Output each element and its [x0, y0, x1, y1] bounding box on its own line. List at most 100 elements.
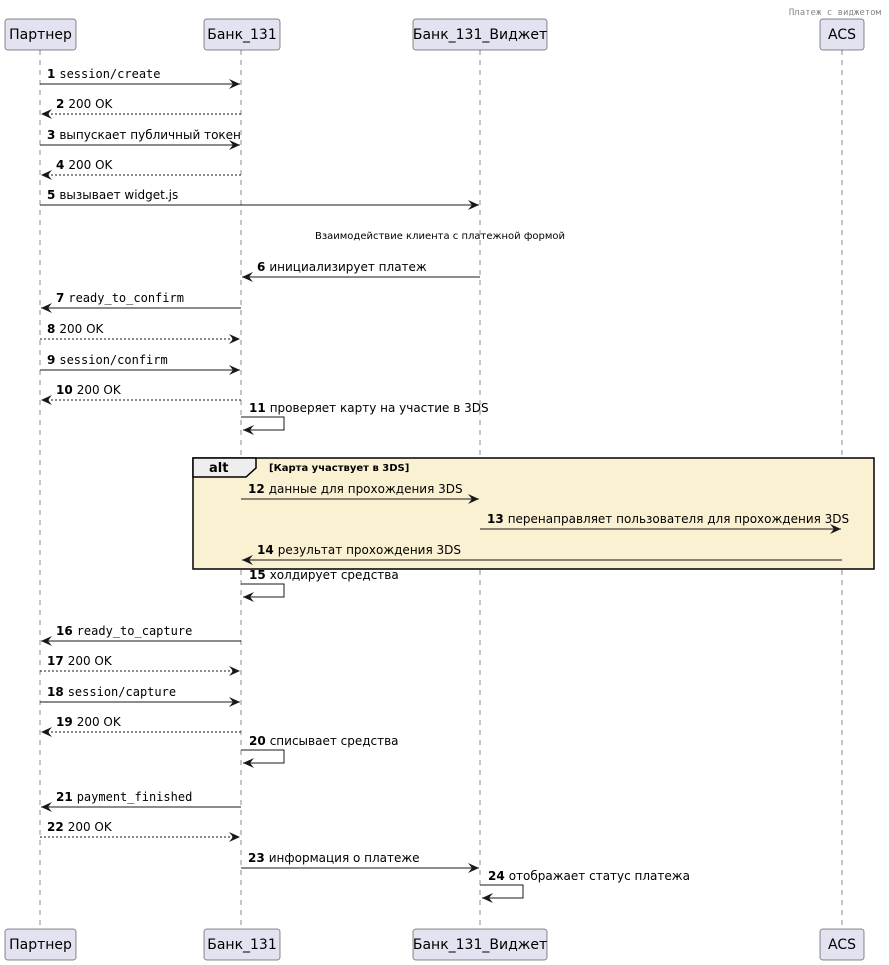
message-number: 14	[257, 543, 274, 557]
message-label: 14 результат прохождения 3DS	[257, 543, 461, 557]
message-16: 16 ready_to_capture	[41, 624, 241, 646]
message-text: ready_to_confirm	[68, 291, 184, 305]
message-arrow	[241, 416, 285, 435]
message-number: 17	[47, 654, 64, 668]
participant-label: Банк_131_Виджет	[413, 937, 547, 953]
message-6: 6 инициализирует платеж	[242, 260, 480, 282]
participant-label: ACS	[828, 27, 856, 43]
message-text: информация о платеже	[269, 851, 420, 865]
message-number: 8	[47, 322, 55, 336]
alt-tab	[192, 457, 257, 478]
message-19: 19 200 OK	[41, 715, 241, 737]
message-number: 21	[56, 790, 73, 804]
message-label: 9 session/confirm	[47, 353, 168, 367]
message-9: 9 session/confirm	[40, 353, 240, 375]
message-label: 8 200 OK	[47, 322, 105, 336]
message-number: 19	[56, 715, 73, 729]
participant-label: Банк_131	[207, 27, 277, 43]
participant-label: Банк_131	[207, 937, 277, 953]
message-label: 18 session/capture	[47, 685, 176, 699]
message-22: 22 200 OK	[40, 820, 240, 842]
message-text: отображает статус платежа	[509, 869, 690, 883]
message-text: 200 OK	[77, 715, 122, 729]
participant-label: ACS	[828, 937, 856, 953]
message-text: выпускает публичный токен	[59, 128, 241, 142]
message-number: 5	[47, 188, 55, 202]
participant-label: Партнер	[9, 937, 72, 953]
message-text: 200 OK	[59, 322, 104, 336]
participant-widget-top: Банк_131_Виджет	[412, 18, 548, 51]
message-text: session/create	[59, 67, 160, 81]
message-text: инициализирует платеж	[269, 260, 427, 274]
message-24: 24 отображает статус платежа	[480, 869, 690, 903]
participant-bank-bottom: Банк_131	[203, 928, 281, 961]
message-number: 9	[47, 353, 55, 367]
divider-label: Взаимодействие клиента с платежной формо…	[315, 231, 565, 242]
message-text: перенаправляет пользователя для прохожде…	[508, 512, 849, 526]
message-14: 14 результат прохождения 3DS	[242, 543, 842, 565]
message-text: данные для прохождения 3DS	[269, 482, 463, 496]
message-number: 1	[47, 67, 55, 81]
alt-condition: [Карта участвует в 3DS]	[269, 463, 409, 474]
message-number: 13	[487, 512, 504, 526]
participant-acs-bottom: ACS	[819, 928, 865, 961]
message-number: 18	[47, 685, 64, 699]
message-13: 13 перенаправляет пользователя для прохож…	[480, 512, 849, 534]
message-number: 20	[249, 734, 266, 748]
message-text: результат прохождения 3DS	[278, 543, 461, 557]
message-number: 24	[488, 869, 505, 883]
message-label: 6 инициализирует платеж	[257, 260, 427, 274]
message-label: 19 200 OK	[56, 715, 122, 729]
message-arrow	[241, 749, 285, 768]
message-text: холдирует средства	[270, 568, 399, 582]
diagram-title: Платеж с виджетом	[789, 8, 882, 18]
message-label: 7 ready_to_confirm	[56, 291, 184, 305]
message-number: 16	[56, 624, 73, 638]
message-text: ready_to_capture	[77, 624, 193, 638]
message-4: 4 200 OK	[41, 158, 241, 180]
alt-fragment: alt [Карта участвует в 3DS]	[192, 457, 875, 570]
message-text: session/confirm	[59, 353, 167, 367]
lifelines	[39, 50, 843, 929]
participant-acs-top: ACS	[819, 18, 865, 51]
message-label: 16 ready_to_capture	[56, 624, 192, 638]
message-number: 4	[56, 158, 64, 172]
divider: Взаимодействие клиента с платежной формо…	[315, 231, 565, 242]
message-number: 7	[56, 291, 64, 305]
message-label: 13 перенаправляет пользователя для прохож…	[487, 512, 849, 526]
message-text: payment_finished	[77, 790, 193, 804]
message-label: 1 session/create	[47, 67, 161, 81]
participant-partner-bottom: Партнер	[4, 928, 77, 961]
message-arrow	[241, 583, 285, 602]
message-label: 11 проверяет карту на участие в 3DS	[249, 401, 489, 415]
message-7: 7 ready_to_confirm	[41, 291, 241, 313]
message-text: 200 OK	[68, 820, 113, 834]
message-text: 200 OK	[68, 158, 113, 172]
alt-keyword: alt	[209, 461, 228, 476]
message-number: 11	[249, 401, 266, 415]
message-number: 22	[47, 820, 64, 834]
message-21: 21 payment_finished	[41, 790, 241, 812]
message-text: session/capture	[68, 685, 176, 699]
message-text: проверяет карту на участие в 3DS	[270, 401, 489, 415]
participant-label: Банк_131_Виджет	[413, 27, 547, 43]
participant-partner-top: Партнер	[4, 18, 77, 51]
message-11: 11 проверяет карту на участие в 3DS	[241, 401, 489, 435]
participants-top: Партнер Банк_131 Банк_131_Виджет ACS	[4, 18, 865, 51]
message-number: 6	[257, 260, 265, 274]
